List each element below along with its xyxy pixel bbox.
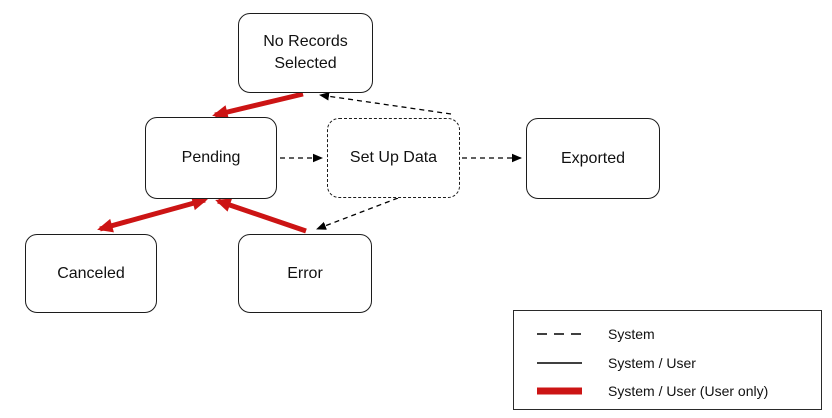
node-label: Error bbox=[287, 264, 323, 282]
node-set-up-data: Set Up Data bbox=[327, 118, 460, 198]
edge-pending-canceled-bidirectional bbox=[97, 196, 208, 233]
node-pending: Pending bbox=[145, 117, 277, 199]
legend-label: System / User bbox=[608, 355, 696, 371]
legend-item-system: System bbox=[536, 325, 655, 343]
legend-label: System bbox=[608, 326, 655, 342]
node-label: Canceled bbox=[57, 264, 125, 282]
edge-set-up-data-to-error bbox=[316, 197, 399, 230]
dashed-line-sample bbox=[537, 333, 581, 335]
legend: System System / User System / User (User… bbox=[513, 310, 822, 410]
thick-red-line-sample bbox=[537, 387, 582, 395]
node-error: Error bbox=[238, 234, 372, 313]
solid-line-sample bbox=[537, 362, 582, 364]
legend-item-system-user: System / User bbox=[536, 354, 696, 372]
edge-no-records-selected-to-pending bbox=[212, 91, 304, 119]
edge-set-up-data-to-no-records-selected bbox=[319, 92, 452, 115]
edge-error-to-pending bbox=[215, 198, 307, 234]
legend-label: System / User (User only) bbox=[608, 383, 769, 399]
node-label: Exported bbox=[560, 149, 626, 167]
legend-item-user-only: System / User (User only) bbox=[536, 382, 768, 400]
node-exported: Exported bbox=[526, 118, 660, 199]
node-label: No Records Selected bbox=[263, 33, 348, 72]
node-label: Pending bbox=[181, 149, 241, 167]
node-canceled: Canceled bbox=[25, 234, 157, 313]
node-label: Set Up Data bbox=[349, 149, 438, 167]
node-no-records-selected: No Records Selected bbox=[238, 13, 373, 93]
